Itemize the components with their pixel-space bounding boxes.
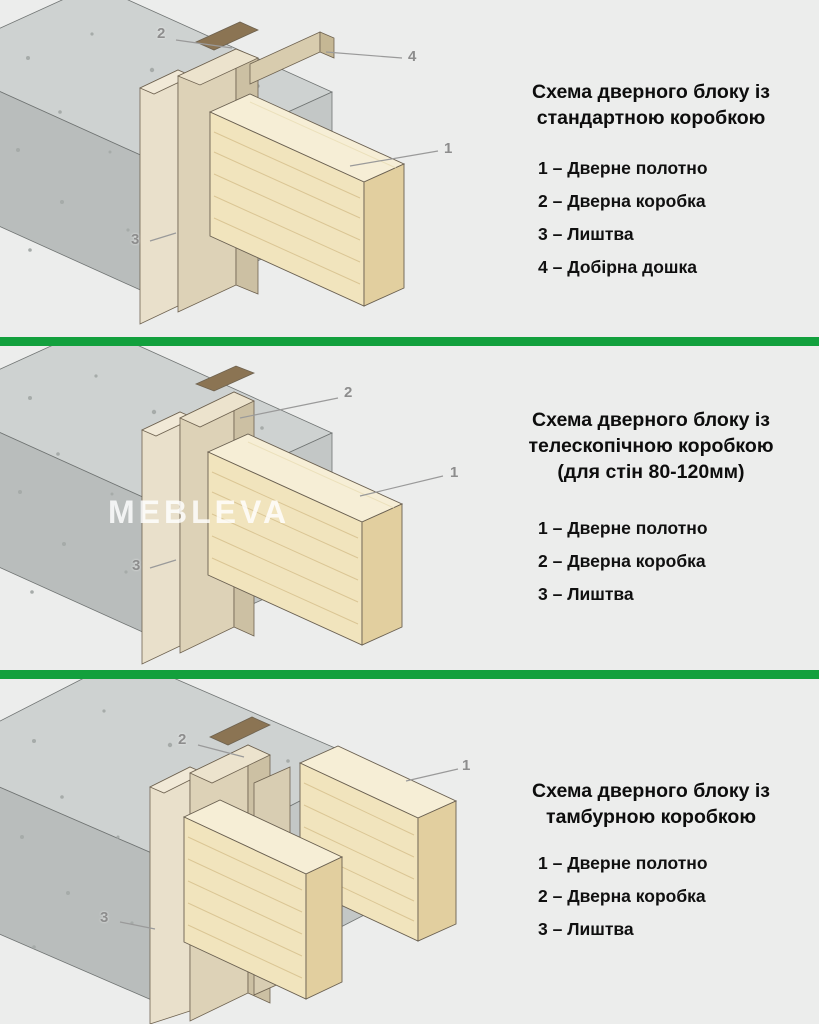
legend-item: 3 – Лиштва <box>538 919 634 939</box>
green-divider <box>0 337 819 346</box>
section-tambour-frame: 2 1 3 Схема дверного блоку із тамбурною … <box>0 679 819 1024</box>
legend: 1 – Дверне полотно 2 – Дверна коробка 3 … <box>538 158 708 290</box>
legend-item: 3 – Лиштва <box>538 224 634 244</box>
door-leaf <box>206 433 404 646</box>
scene-telescopic-frame <box>0 346 444 665</box>
scene-tambour-frame <box>0 679 459 1024</box>
section-title: Схема дверного блоку із телескопічною ко… <box>528 409 774 483</box>
legend: 1 – Дверне полотно 2 – Дверна коробка 3 … <box>538 853 708 952</box>
extension-board <box>249 31 335 85</box>
scene-standard-frame <box>0 0 439 325</box>
legend-item: 3 – Лиштва <box>538 584 634 604</box>
green-divider <box>0 670 819 679</box>
door-leaf-grain <box>213 101 397 285</box>
watermark: MEBLEVA <box>108 494 291 530</box>
legend-item: 1 – Дверне полотно <box>538 158 708 178</box>
section-title: Схема дверного блоку із тамбурною коробк… <box>532 780 770 828</box>
legend-item: 1 – Дверне полотно <box>538 518 708 538</box>
section-standard-frame: 2 4 1 3 Схема дверного блоку із стандарт… <box>0 0 819 337</box>
leader-lines <box>119 744 459 930</box>
callout-1: 1 <box>462 757 471 774</box>
leader-lines <box>149 39 439 242</box>
callout-4: 4 <box>408 48 417 65</box>
callout-3: 3 <box>131 231 140 248</box>
legend-item: 4 – Добірна дошка <box>538 257 697 277</box>
callout-3: 3 <box>132 557 141 574</box>
callout-2: 2 <box>344 384 353 401</box>
legend-item: 1 – Дверне полотно <box>538 853 708 873</box>
leader-lines <box>149 397 444 569</box>
callout-2: 2 <box>178 731 187 748</box>
concrete-speckles <box>20 709 290 949</box>
callout-1: 1 <box>450 464 459 481</box>
concrete-speckles <box>18 374 264 594</box>
section-title: Схема дверного блоку із стандартною коро… <box>532 81 770 129</box>
callout-1: 1 <box>444 140 453 157</box>
door-leaf-front-grain <box>187 836 303 979</box>
callout-3: 3 <box>100 909 109 926</box>
legend-item: 2 – Дверна коробка <box>538 886 706 906</box>
legend-item: 2 – Дверна коробка <box>538 191 706 211</box>
door-leaf <box>208 93 406 307</box>
legend: 1 – Дверне полотно 2 – Дверна коробка 3 … <box>538 518 708 617</box>
door-leaf-grain <box>211 441 395 625</box>
callout-2: 2 <box>157 25 166 42</box>
legend-item: 2 – Дверна коробка <box>538 551 706 571</box>
section-telescopic-frame: MEBLEVA 2 1 3 Схема дверного блоку із те… <box>0 346 819 670</box>
